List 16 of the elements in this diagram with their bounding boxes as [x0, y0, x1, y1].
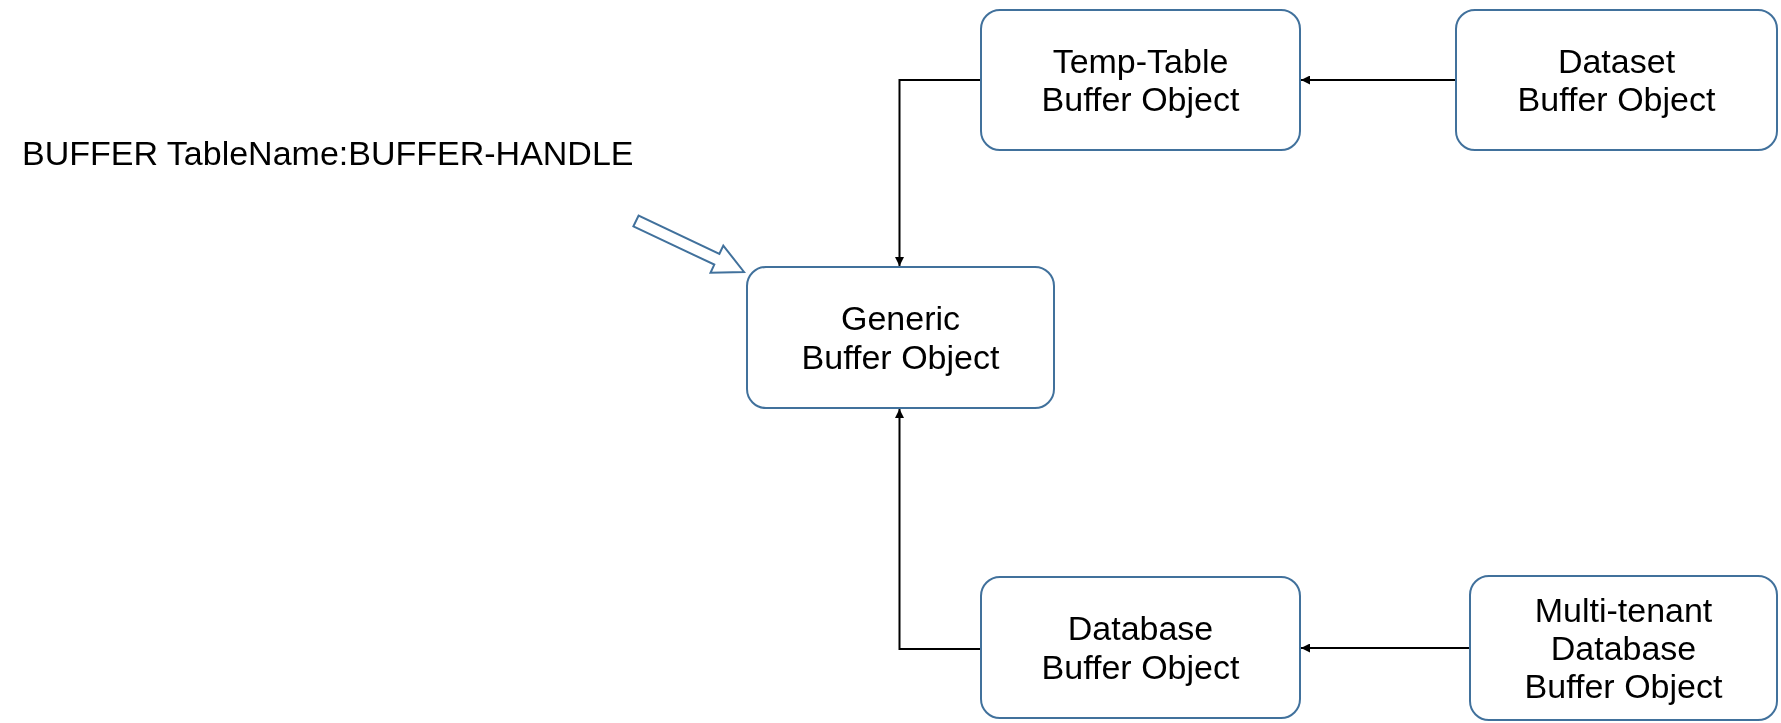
arrow: [895, 79, 981, 267]
arrow: [895, 408, 981, 650]
box-label: Generic Buffer Object: [800, 299, 1001, 376]
code-label: BUFFER TableName:BUFFER-HANDLE: [22, 133, 634, 173]
process-box: [746, 266, 1055, 409]
process-box: [1455, 9, 1778, 151]
box-label: Dataset Buffer Object: [1516, 41, 1717, 119]
box-label: Temp-Table Buffer Object: [1040, 41, 1241, 119]
box-label: Multi-tenant Database Buffer Object: [1523, 590, 1724, 706]
process-box: [980, 9, 1301, 151]
process-box: [1469, 575, 1778, 721]
arrow: [1300, 75, 1456, 85]
block-arrow: [632, 214, 746, 274]
arrow: [1300, 643, 1470, 653]
box-label: Database Buffer Object: [1040, 609, 1241, 686]
process-box: [980, 576, 1301, 719]
